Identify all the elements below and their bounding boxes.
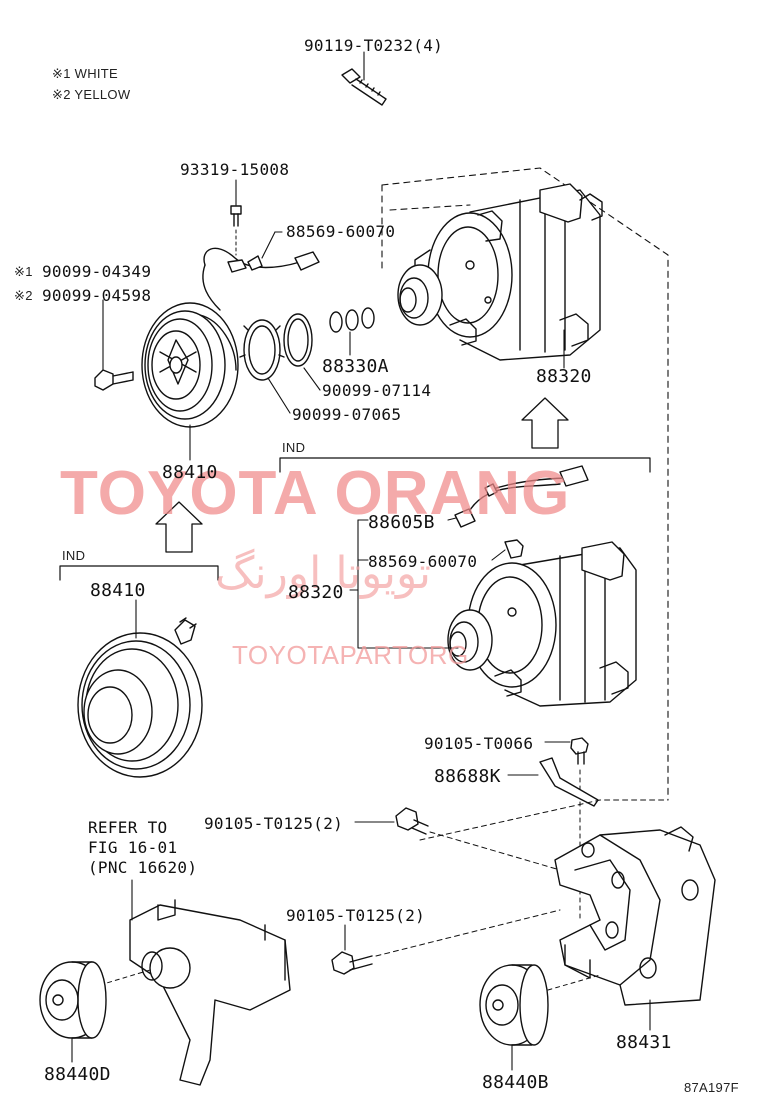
figure-code: 87A197F (684, 1080, 739, 1095)
ind-bracket-left (59, 565, 219, 581)
shim-icon (329, 307, 375, 333)
label-clip-mid: 88569-60070 (368, 552, 478, 571)
watermark-main: TOYOTA ORANG (60, 459, 571, 528)
label-refer-2: FIG 16-01 (88, 838, 178, 857)
bolt-90105-t0125-lower-icon (331, 951, 373, 975)
label-refer-3: (PNC 16620) (88, 858, 198, 877)
bolt-90105-t0125-upper-icon (395, 807, 429, 835)
watermark-sub: TOYOTAPARTORG (232, 640, 469, 670)
engine-bracket-icon (129, 899, 291, 1086)
label-clutch-ind: 88410 (90, 580, 146, 601)
compressor-ind-icon (447, 541, 637, 707)
bolt-90105-t0066-icon (570, 737, 589, 765)
note-yellow: ※2 YELLOW (52, 87, 131, 102)
label-bracket-small: 88688K (434, 766, 501, 787)
clutch-wire (203, 247, 301, 269)
label-bracket-main: 88431 (616, 1032, 672, 1053)
label-wire-harness: 88605B (368, 512, 435, 533)
label-compressor-ind: 88320 (288, 582, 344, 603)
label-ind-left: IND (62, 548, 86, 563)
label-mark2: ※2 (14, 288, 33, 303)
label-refer-1: REFER TO (88, 818, 168, 837)
connector-icon (294, 251, 320, 271)
label-ring-outer: 90099-07065 (292, 405, 402, 424)
bracket-88688k-icon (539, 757, 599, 807)
watermark-farsi: تویوتا اورنگ (215, 548, 431, 599)
idler-pulley-left-icon (39, 961, 107, 1039)
label-bolt-white: 90099-04349 (42, 262, 152, 281)
label-screw: 93319-15008 (180, 160, 290, 179)
label-clip-top: 88569-60070 (286, 222, 396, 241)
label-bolt-bracket: 90105-T0066 (424, 734, 534, 753)
idler-pulley-right-icon (479, 964, 549, 1046)
wire-harness-icon (454, 465, 589, 528)
label-bolt-yellow: 90099-04598 (42, 286, 152, 305)
label-bolt-mount2: 90105-T0125(2) (286, 906, 426, 925)
screw-93319-icon (230, 205, 242, 227)
clip-mid-icon (504, 539, 524, 559)
label-ind-right: IND (282, 440, 306, 455)
label-idler-right: 88440B (482, 1072, 549, 1093)
ind-bracket-right (279, 457, 651, 473)
clutch-pulley-top-icon (141, 302, 239, 428)
label-bolt-mount1: 90105-T0125(2) (204, 814, 344, 833)
ind-group-bracket (357, 519, 459, 649)
snap-ring-outer-icon (239, 319, 285, 381)
label-shims: 88330A (322, 356, 389, 377)
bolt-90119-icon (341, 68, 387, 106)
label-ring-inner: 90099-07114 (322, 381, 432, 400)
compressor-top-icon (397, 183, 603, 361)
label-idler-left: 88440D (44, 1064, 111, 1085)
dashed-assembly-outline (381, 167, 669, 801)
label-bolt-top: 90119-T0232(4) (304, 36, 444, 55)
clutch-pulley-ind-icon (77, 617, 203, 778)
bolt-90099-icon (94, 369, 134, 391)
label-clutch-top: 88410 (162, 462, 218, 483)
compressor-bracket-icon (554, 826, 716, 1006)
arrow-up-icon (521, 397, 569, 449)
label-mark1: ※1 (14, 264, 33, 279)
arrow-up-icon (155, 501, 203, 553)
clip-88569-icon (247, 255, 263, 271)
label-compressor-top: 88320 (536, 366, 592, 387)
snap-ring-inner-icon (283, 313, 313, 367)
note-white: ※1 WHITE (52, 66, 119, 81)
